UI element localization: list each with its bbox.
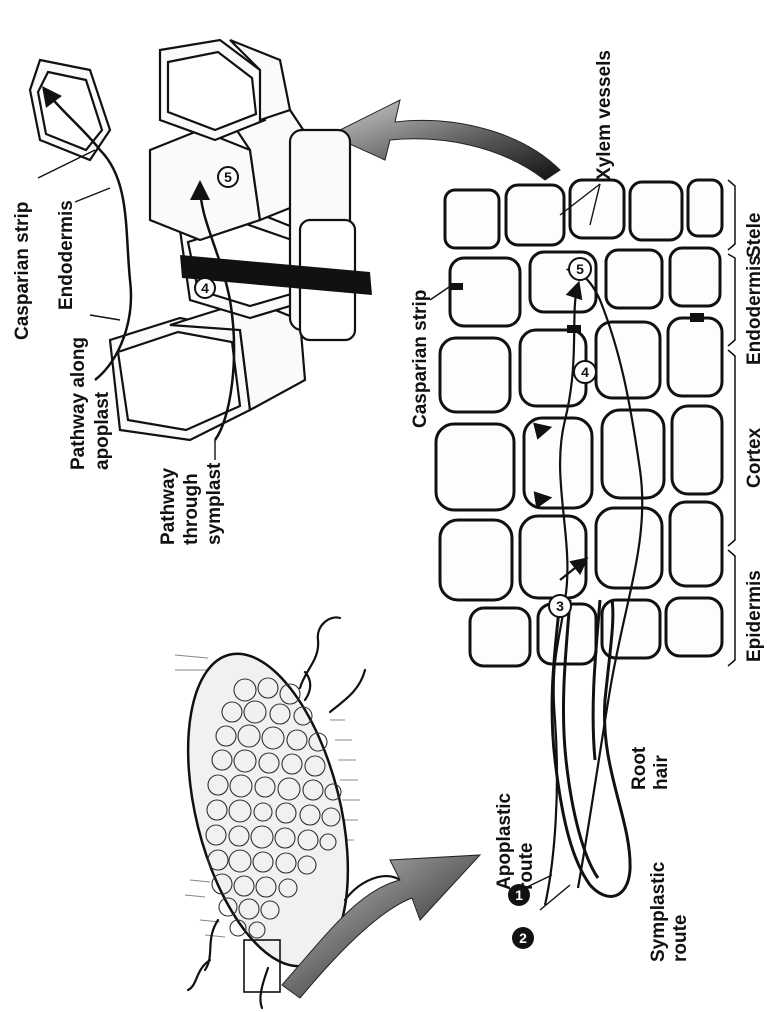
label-pathway-symplast-2: through	[181, 473, 202, 545]
svg-text:5: 5	[576, 261, 584, 277]
arrow-to-3d-detail	[330, 100, 560, 180]
label-root-hair-2: hair	[651, 755, 672, 790]
region-brackets	[728, 180, 735, 666]
label-stele: Stele	[744, 213, 765, 258]
label-epidermis: Epidermis	[744, 570, 765, 662]
marker-5: 5	[569, 258, 591, 280]
label-pathway-symplast-1: Pathway	[158, 467, 179, 545]
label-casparian-strip-top: Casparian strip	[12, 202, 33, 340]
label-apoplastic-route-2: route	[516, 843, 537, 891]
marker-2: 2	[512, 927, 534, 949]
label-cortex: Cortex	[744, 427, 765, 488]
label-pathway-apoplast-1: Pathway along	[68, 337, 89, 470]
label-endodermis-top: Endodermis	[56, 200, 77, 310]
detail-marker-4: 4	[195, 278, 215, 298]
label-xylem-vessels: Xylem vessels	[594, 50, 615, 180]
svg-text:3: 3	[556, 598, 564, 614]
root-cross-section	[159, 617, 400, 1008]
marker-3: 3	[549, 595, 571, 617]
label-casparian-strip-mid: Casparian strip	[410, 290, 431, 428]
detail-marker-5: 5	[218, 167, 238, 187]
label-pathway-apoplast-2: apoplast	[92, 391, 113, 470]
label-root-hair-1: Root	[629, 746, 650, 790]
label-pathway-symplast-3: symplast	[204, 462, 225, 545]
svg-text:4: 4	[581, 364, 589, 380]
svg-text:5: 5	[224, 169, 232, 185]
svg-text:4: 4	[201, 280, 209, 296]
marker-4: 4	[574, 361, 596, 383]
label-symplastic-route-2: route	[670, 915, 691, 963]
label-symplastic-route-1: Symplastic	[648, 861, 669, 962]
tissue-cells	[436, 180, 722, 666]
svg-text:2: 2	[519, 930, 527, 946]
root-tissue-section: 1 2 3 4 5	[430, 180, 735, 949]
label-apoplastic-route-1: Apoplastic	[494, 792, 515, 890]
label-endodermis-region: Endodermis	[744, 255, 765, 365]
